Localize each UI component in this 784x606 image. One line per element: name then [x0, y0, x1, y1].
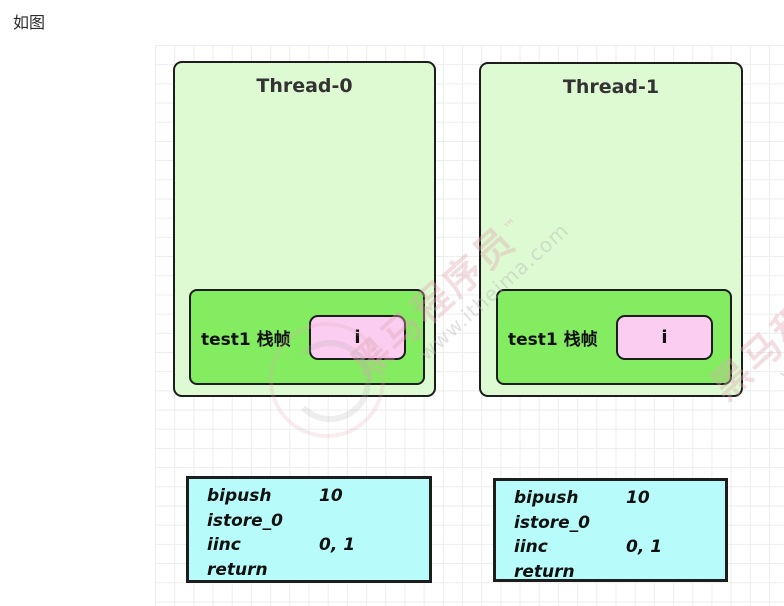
thread-1-stack-frame: test1 栈帧 i	[496, 289, 732, 385]
thread-0-title: Thread-0	[256, 75, 353, 97]
thread-1-box: Thread-1 test1 栈帧 i	[479, 62, 743, 397]
bytecode-line: istore_0	[207, 510, 283, 531]
stack-frame-label: test1 栈帧	[201, 329, 291, 350]
watermark-url-text: www.itheima.com	[773, 238, 784, 387]
thread-0-box: Thread-0 test1 栈帧 i	[173, 61, 436, 397]
thread-1-title: Thread-1	[562, 76, 660, 98]
stack-frame-label: test1 栈帧	[508, 329, 598, 350]
bytecode-line: return	[514, 561, 575, 582]
local-variable-slot: i	[616, 314, 713, 360]
figure-caption: 如图	[13, 13, 46, 32]
local-variable-slot: i	[309, 314, 406, 360]
thread-0-stack-frame: test1 栈帧 i	[189, 289, 425, 385]
bytecode-line: istore_0	[514, 512, 590, 533]
bytecode-line: return	[207, 559, 268, 580]
